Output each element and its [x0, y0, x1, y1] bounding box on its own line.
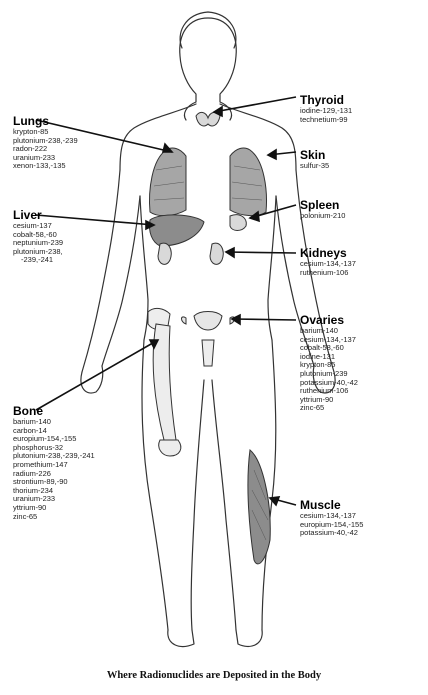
left-kidney: [158, 243, 171, 264]
muscle-label: Muscle cesium-134,-137 europium-154,-155…: [300, 498, 363, 538]
tailbone: [202, 340, 214, 366]
torso-right: [268, 196, 276, 340]
ovaries-arrow: [232, 319, 296, 320]
kidneys-arrow: [226, 252, 296, 253]
left-arm-outer: [82, 170, 120, 372]
bone-label: Bone barium-140 carbon-14 europium-154,-…: [13, 404, 95, 521]
thyroid-gland: [196, 112, 220, 126]
thyroid-label: Thyroid iodine-129,-131 technetium-99: [300, 93, 352, 124]
kidneys-label: Kidneys cesium-134,-137 ruthenium-106: [300, 246, 356, 277]
muscle-title: Muscle: [300, 498, 363, 512]
bone-title: Bone: [13, 404, 95, 418]
thyroid-title: Thyroid: [300, 93, 352, 107]
right-kidney: [210, 243, 223, 264]
thyroid-isotope: technetium-99: [300, 116, 352, 125]
kidneys-title: Kidneys: [300, 246, 356, 260]
left-leg-inner: [191, 380, 204, 630]
left-foot: [168, 630, 194, 646]
spleen-isotope: polonium-210: [300, 212, 345, 221]
right-foot: [236, 630, 262, 646]
lungs-label: Lungs krypton-85 plutonium-238,-239 rado…: [13, 114, 78, 171]
liver-label: Liver cesium-137 cobalt-58,-60 neptunium…: [13, 208, 63, 265]
ovaries-title: Ovaries: [300, 313, 358, 327]
right-lung: [230, 148, 266, 216]
figure-caption: Where Radionuclides are Deposited in the…: [0, 670, 428, 681]
bone-isotope: zinc-65: [13, 513, 95, 522]
left-hand: [81, 366, 103, 393]
body-figure: [0, 0, 428, 660]
ovaries-label: Ovaries barium-140 cesium-134,-137 cobal…: [300, 313, 358, 413]
hair-outline: [180, 12, 236, 48]
head-outline: [180, 18, 237, 120]
kidneys-isotope: ruthenium-106: [300, 269, 356, 278]
calf-muscle: [248, 450, 270, 564]
uterus-ovaries: [182, 312, 235, 331]
torso-left: [140, 196, 148, 340]
skin-title: Skin: [300, 148, 329, 162]
thyroid-arrow: [214, 97, 296, 112]
spleen-title: Spleen: [300, 198, 345, 212]
liver-isotope: -239,-241: [13, 256, 63, 265]
right-leg-inner: [212, 380, 236, 630]
lungs-title: Lungs: [13, 114, 78, 128]
spleen-label: Spleen polonium-210: [300, 198, 345, 221]
skin-label: Skin sulfur-35: [300, 148, 329, 171]
knee-joint: [159, 440, 181, 456]
bone-arrow: [36, 340, 158, 410]
skin-isotope: sulfur-35: [300, 162, 329, 171]
spleen-organ: [230, 215, 246, 231]
left-lung: [150, 148, 186, 216]
liver-organ: [149, 215, 204, 246]
liver-title: Liver: [13, 208, 63, 222]
lungs-isotope: xenon-133,-135: [13, 162, 78, 171]
ovaries-isotope: zinc-65: [300, 404, 358, 413]
muscle-isotope: potassium-40,-42: [300, 529, 363, 538]
